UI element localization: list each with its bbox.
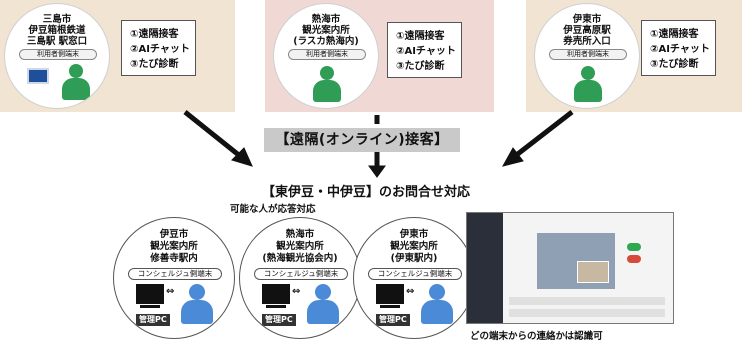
pc-icon [262,284,290,308]
inquiry-title: 【東伊豆・中伊豆】のお問合せ対応 [261,185,470,200]
location-label: 伊東市 観光案内所 (伊東駅内) [390,229,438,264]
services-box: ①遠隔接客 ②AIチャット ③たび診断 [121,20,196,76]
user-person-icon [312,66,342,102]
location-label: 熱海市 観光案内所 (ラスカ熱海内) [293,14,359,47]
arrow-right [508,110,574,162]
responder-note: 可能な人が応答対応 [230,204,316,215]
panel-ito: 伊東市 伊豆高原駅 券売所入口 利用者側端末 ①遠隔接客 ②AIチャット ③たび… [526,0,742,112]
decline-button-icon [627,255,641,263]
service-item: ③たび診断 [130,59,179,70]
terminal-label: 利用者側端末 [19,49,97,60]
app-row [509,297,665,305]
location-label: 伊東市 伊豆高原駅 券売所入口 [563,14,611,47]
service-item: ①遠隔接客 [396,31,445,42]
service-item: ②AIチャット [130,44,190,55]
user-terminal-circle: 熱海市 観光案内所 (ラスカ熱海内) 利用者側端末 [273,3,379,109]
user-person-icon [573,66,603,102]
services-box: ①遠隔接客 ②AIチャット ③たび診断 [641,20,716,76]
concierge-person-icon [420,284,454,324]
contact-note: どの端末からの連絡かは認識可 [470,331,603,342]
location-label: 伊豆市 観光案内所 修善寺駅内 [150,229,198,264]
concierge-person-icon [180,284,214,324]
management-app-screenshot [466,212,674,324]
accept-button-icon [627,243,641,251]
arrow-center-head [368,165,386,178]
services-box: ①遠隔接客 ②AIチャット ③たび診断 [387,22,462,78]
arrow-left-head [231,147,253,167]
terminal-label: 利用者側端末 [549,49,627,60]
service-item: ②AIチャット [650,44,710,55]
terminal-label: 利用者側端末 [288,49,366,60]
arrow-left [183,110,247,162]
swap-icon: ⇔ [406,286,415,297]
service-item: ①遠隔接客 [130,29,179,40]
terminal-label: コンシェルジュ側端末 [128,268,222,280]
app-sidebar [467,213,503,323]
terminal-label: コンシェルジュ側端末 [254,268,348,280]
user-person-icon [61,64,91,100]
location-label: 三島市 伊豆箱根鉄道 三島駅 駅窓口 [26,14,88,47]
location-label: 熱海市 観光案内所 (熱海観光協会内) [262,229,338,264]
user-terminal-circle: 三島市 伊豆箱根鉄道 三島駅 駅窓口 利用者側端末 [4,3,110,109]
swap-icon: ⇔ [166,286,175,297]
panel-mishima: 三島市 伊豆箱根鉄道 三島駅 駅窓口 利用者側端末 ①遠隔接客 ②AIチャット … [0,0,235,112]
panel-atami: 熱海市 観光案内所 (ラスカ熱海内) 利用者側端末 ①遠隔接客 ②AIチャット … [265,0,494,112]
service-item: ②AIチャット [396,46,456,57]
concierge-site-izu: 伊豆市 観光案内所 修善寺駅内 コンシェルジュ側端末 ⇔ 管理PC [113,217,235,339]
pc-label: 管理PC [136,314,170,326]
service-item: ①遠隔接客 [650,29,699,40]
swap-icon: ⇔ [292,286,301,297]
monitor-icon [27,68,49,84]
service-item: ③たび診断 [650,59,699,70]
pc-icon [376,284,404,308]
user-terminal-circle: 伊東市 伊豆高原駅 券売所入口 利用者側端末 [534,3,640,109]
terminal-label: コンシェルジュ側端末 [368,268,462,280]
concierge-person-icon [306,284,340,324]
self-view-image [577,261,609,283]
app-row [509,309,665,317]
concierge-site-atami: 熱海市 観光案内所 (熱海観光協会内) コンシェルジュ側端末 ⇔ 管理PC [239,217,361,339]
service-item: ③たび診断 [396,61,445,72]
arrow-right-head [502,147,524,167]
pc-label: 管理PC [376,314,410,326]
pc-icon [136,284,164,308]
concierge-site-ito: 伊東市 観光案内所 (伊東駅内) コンシェルジュ側端末 ⇔ 管理PC [353,217,475,339]
pc-label: 管理PC [262,314,296,326]
online-service-label: 【遠隔(オンライン)接客】 [264,128,460,152]
